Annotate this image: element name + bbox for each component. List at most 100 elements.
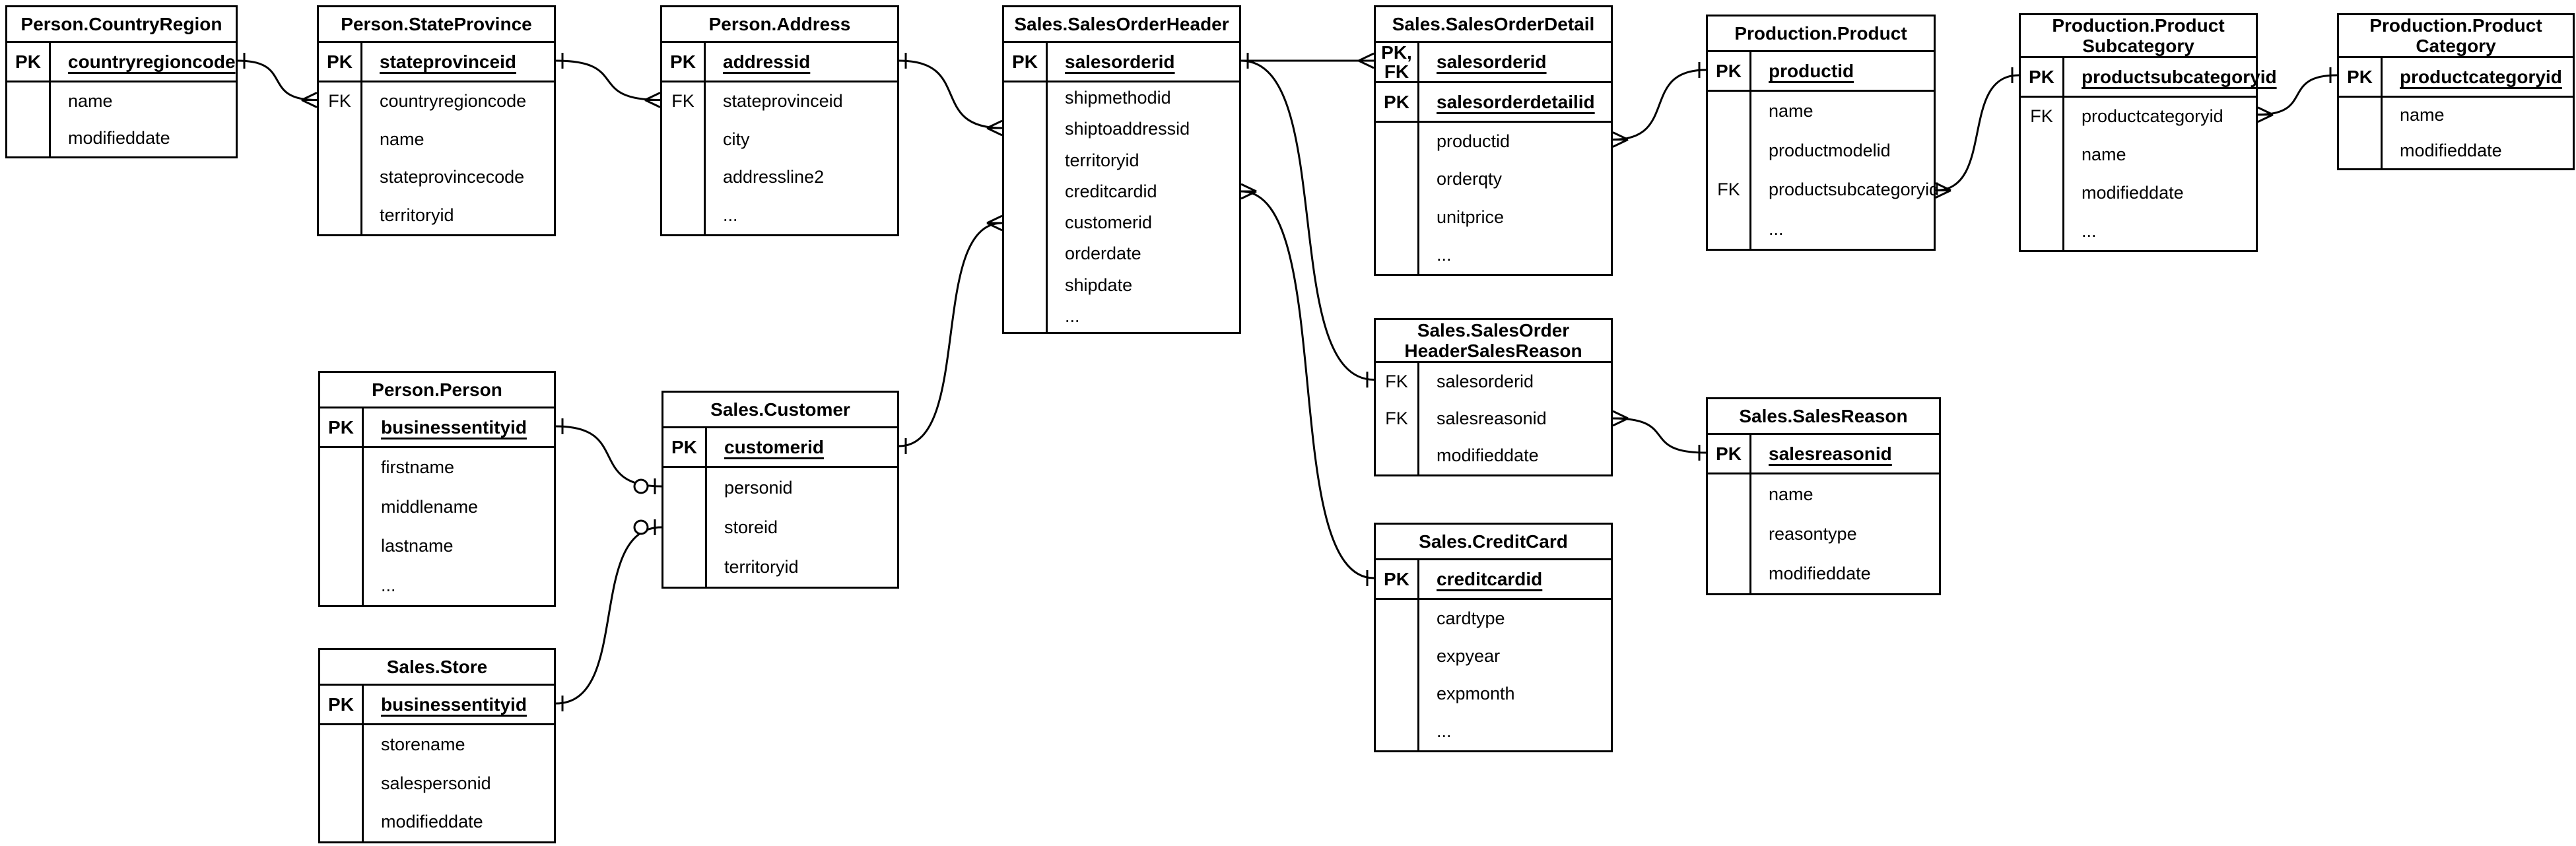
key-label-empty bbox=[320, 566, 364, 605]
key-label-empty bbox=[1708, 209, 1751, 249]
field-name: expmonth bbox=[1437, 684, 1515, 703]
entity-title: Production.Product bbox=[1708, 16, 1934, 52]
entity-title-line: Production.Product bbox=[1734, 23, 1907, 44]
entity-title: Sales.Customer bbox=[663, 393, 897, 428]
key-label-empty bbox=[1376, 236, 1419, 274]
field-name: productid bbox=[1769, 60, 1854, 81]
field-name: territoryid bbox=[1065, 150, 1139, 170]
entity-title-line: Person.CountryRegion bbox=[20, 14, 222, 34]
key-label: FK bbox=[2021, 98, 2064, 136]
key-label-empty bbox=[320, 764, 364, 803]
field-row: name bbox=[319, 120, 554, 158]
field-name: name bbox=[1769, 484, 1813, 504]
relationship-line-12 bbox=[555, 526, 662, 705]
entity-body: name modifieddate bbox=[7, 82, 236, 156]
cardinality-symbol bbox=[301, 99, 318, 108]
key-label-empty bbox=[1004, 145, 1048, 176]
field-name: productcategoryid bbox=[2400, 66, 2562, 87]
entity-title-line: Sales.SalesOrderDetail bbox=[1392, 14, 1595, 34]
key-label-empty bbox=[1708, 131, 1751, 170]
field-row: modifieddate bbox=[2339, 133, 2573, 168]
field-name: ... bbox=[1769, 218, 1784, 239]
field-name: countryregioncode bbox=[68, 51, 236, 72]
key-label: FK bbox=[1708, 170, 1751, 210]
cardinality-symbol bbox=[986, 222, 1003, 232]
field-name: territoryid bbox=[380, 205, 454, 225]
field-row: PK businessentityid bbox=[320, 408, 554, 448]
entity-title-line: Subcategory bbox=[2082, 36, 2194, 56]
field-row: name bbox=[1708, 92, 1934, 131]
relationship-line-8 bbox=[1612, 69, 1707, 141]
field-name: salesreasonid bbox=[1769, 443, 1892, 464]
field-row: FK productcategoryid bbox=[2021, 98, 2256, 136]
key-label-text: FK bbox=[2030, 106, 2053, 127]
field-name: storename bbox=[381, 734, 465, 754]
key-label-text: FK bbox=[1384, 61, 1409, 82]
field-row: ... bbox=[1376, 236, 1611, 274]
key-label: FK bbox=[662, 82, 706, 121]
field-name: productid bbox=[1437, 131, 1510, 152]
field-name: productcategoryid bbox=[2082, 106, 2223, 127]
cardinality-symbol bbox=[301, 92, 318, 101]
field-row: modifieddate bbox=[7, 119, 236, 156]
field-name: name bbox=[2400, 105, 2445, 125]
field-row: city bbox=[662, 120, 897, 158]
field-row: ... bbox=[1708, 209, 1934, 249]
field-name: salespersonid bbox=[381, 773, 491, 793]
field-name: modifieddate bbox=[68, 127, 170, 148]
entity-title-line: Sales.Customer bbox=[710, 399, 850, 420]
field-row: middlename bbox=[320, 487, 554, 527]
cardinality-symbol bbox=[1612, 139, 1629, 148]
field-name: name bbox=[68, 90, 113, 111]
key-label-empty bbox=[319, 120, 362, 158]
key-label-text: PK bbox=[1384, 569, 1409, 589]
key-label-text: PK, bbox=[1381, 42, 1412, 63]
field-row: orderqty bbox=[1376, 160, 1611, 199]
key-label-empty bbox=[320, 448, 364, 488]
key-label-text: PK bbox=[1012, 51, 1038, 72]
field-row: productmodelid bbox=[1708, 131, 1934, 170]
field-name: modifieddate bbox=[1769, 563, 1871, 583]
key-label: PK bbox=[320, 408, 364, 446]
key-label-text: PK bbox=[2347, 67, 2373, 87]
field-row: customerid bbox=[1004, 207, 1239, 239]
key-label-empty bbox=[2339, 133, 2383, 168]
entity-title-line: Person.Person bbox=[372, 379, 502, 400]
key-label-empty bbox=[320, 725, 364, 764]
field-name: lastname bbox=[381, 536, 454, 556]
field-name: businessentityid bbox=[381, 416, 527, 438]
field-row: salespersonid bbox=[320, 764, 554, 803]
relationship-line-7 bbox=[1612, 417, 1707, 454]
key-label: PK bbox=[1708, 52, 1751, 90]
key-label-empty bbox=[663, 547, 707, 587]
entity-title-line: Sales.SalesOrder bbox=[1417, 320, 1570, 341]
entity-title: Sales.CreditCard bbox=[1376, 525, 1611, 560]
field-name: addressline2 bbox=[723, 167, 825, 187]
field-name: customerid bbox=[1065, 212, 1153, 233]
field-name: modifieddate bbox=[1437, 445, 1539, 466]
key-label-text: FK bbox=[1385, 408, 1408, 428]
